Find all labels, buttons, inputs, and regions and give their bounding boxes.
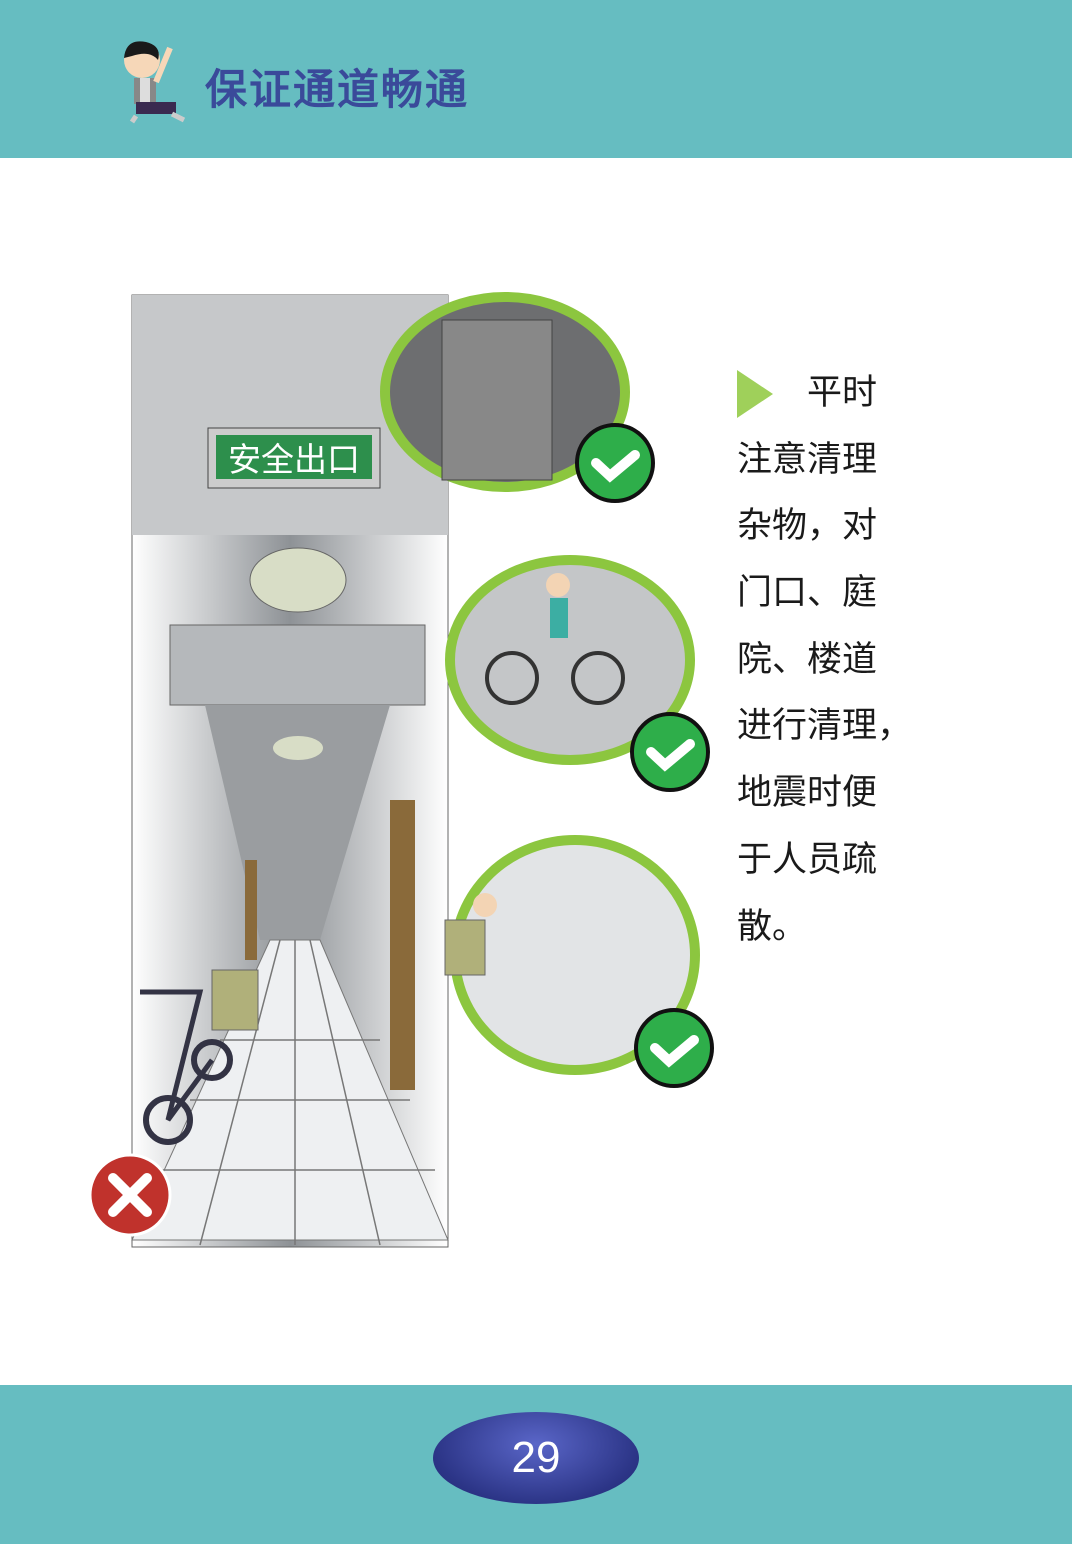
page-number: 29 — [511, 1433, 561, 1482]
header-band: 保证通道畅通 — [0, 0, 1072, 158]
text-line: 散。 — [737, 906, 808, 947]
cross-icon — [88, 1153, 172, 1237]
check-icon — [634, 1008, 714, 1088]
page-title: 保证通道畅通 — [205, 65, 470, 114]
body-text: 平时 注意清理 杂物，对 门口、庭 院、楼道 进行清理， 地震时便 于人员疏 散… — [737, 365, 937, 965]
text-line: 院、楼道 — [737, 639, 878, 680]
text-line: 杂物，对 — [737, 506, 878, 547]
exit-sign-text: 安全出口 — [228, 440, 360, 479]
check-icon — [575, 423, 655, 503]
text-line: 平时 — [737, 365, 937, 432]
text-line: 地震时便 — [737, 773, 878, 814]
bullet-triangle-icon — [737, 370, 773, 418]
bubble-boxes — [444, 835, 700, 1075]
page-number-badge: 29 — [433, 1412, 639, 1504]
text-line: 于人员疏 — [737, 839, 878, 880]
bubble-door — [380, 292, 630, 492]
bubble-bicycle — [445, 555, 695, 765]
text-line: 注意清理 — [737, 439, 878, 480]
check-icon — [630, 712, 710, 792]
mascot-boy-icon — [124, 41, 186, 124]
text-line: 门口、庭 — [737, 573, 878, 614]
corridor-illustration: 安全出口 — [88, 292, 714, 1248]
text-line: 进行清理， — [737, 706, 913, 747]
